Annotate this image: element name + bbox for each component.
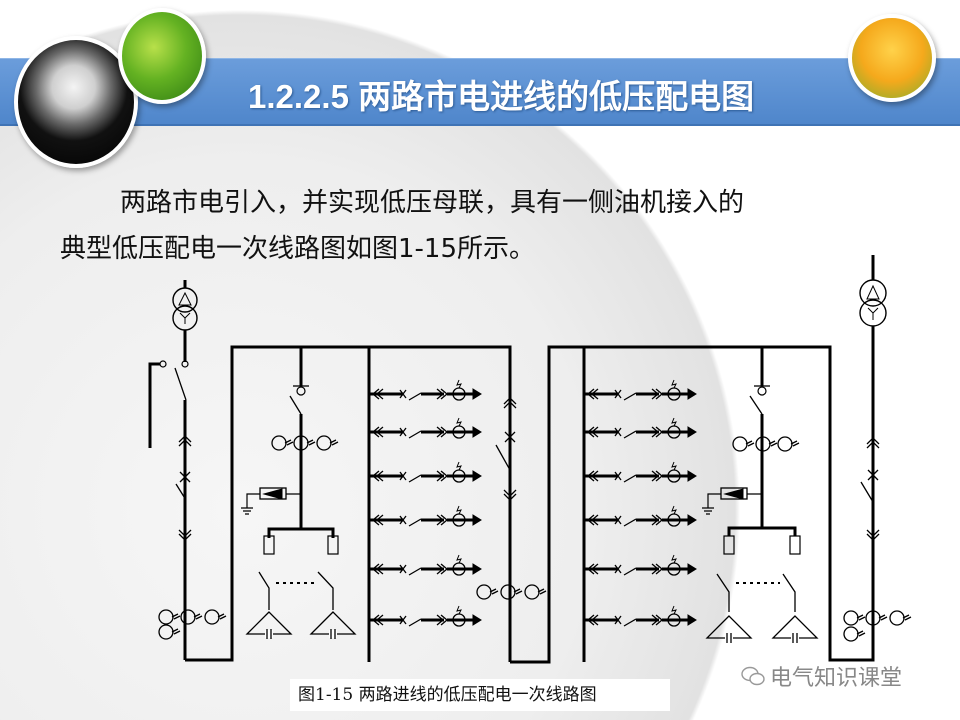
body-text: 两路市电引入，并实现低压母联，具有一侧油机接入的 典型低压配电一次线路图如图1-… <box>60 180 900 272</box>
transformer-icon <box>859 279 887 307</box>
transformer-icon <box>172 287 198 313</box>
left-incoming-line <box>148 280 547 662</box>
body-line-1: 两路市电引入，并实现低压母联，具有一侧油机接入的 <box>120 188 745 218</box>
right-incoming-line <box>510 255 912 664</box>
leaf-photo <box>118 8 206 104</box>
watermark: 电气知识课堂 <box>770 666 903 691</box>
dandelion-photo <box>14 36 138 168</box>
left-feeders <box>367 378 483 628</box>
wechat-icon <box>741 666 765 686</box>
slide-title: 1.2.2.5 两路市电进线的低压配电图 <box>248 78 755 115</box>
figure-caption: 图1-15 两路进线的低压配电一次线路图 <box>290 679 670 711</box>
body-line-2: 典型低压配电一次线路图如图1-15所示。 <box>60 234 536 264</box>
right-feeders <box>582 378 698 628</box>
tulip-photo <box>848 14 936 102</box>
